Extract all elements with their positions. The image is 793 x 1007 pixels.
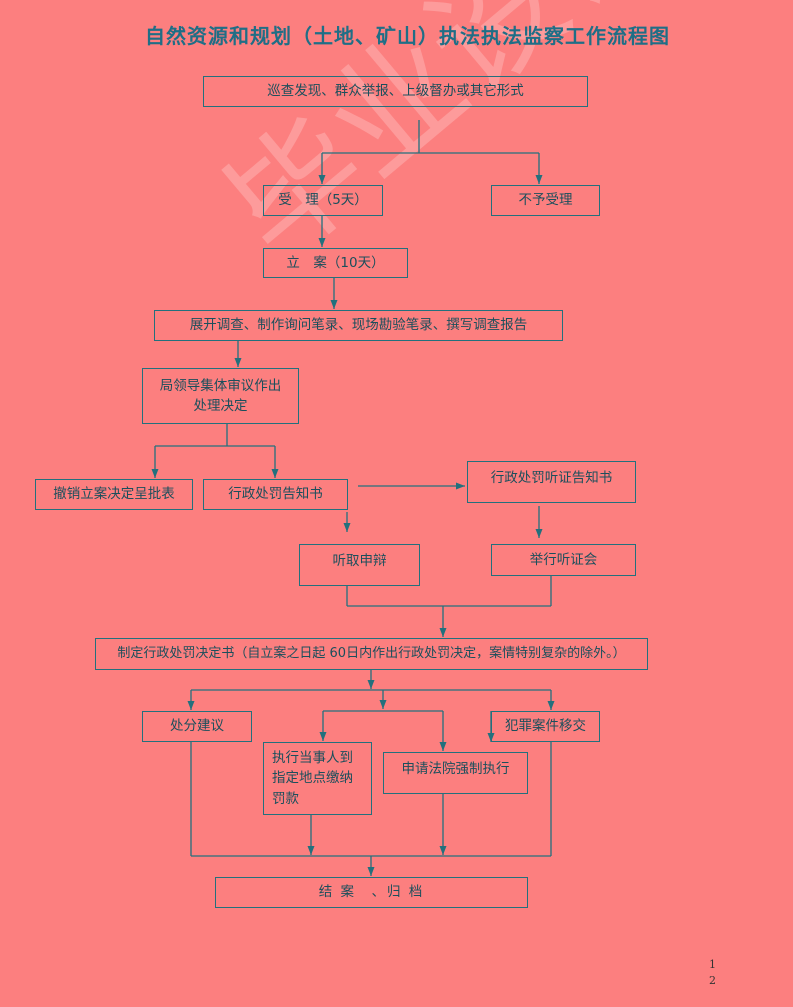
box-pay-fine: 执行当事人到指定地点缴纳罚款 xyxy=(263,742,372,815)
box-collective-review-label: 局领导集体审议作出处理决定 xyxy=(159,377,282,414)
page-title: 自然资源和规划（土地、矿山）执法执法监察工作流程图 xyxy=(145,24,670,48)
box-hearing-notice-label: 行政处罚听证告知书 xyxy=(490,470,613,486)
box-sanction-advice: 处分建议 xyxy=(142,711,252,742)
box-revoke-label: 撤销立案决定呈批表 xyxy=(53,486,175,503)
box-penalty-notice-label: 行政处罚告知书 xyxy=(228,486,323,503)
box-hold-hearing-label: 举行听证会 xyxy=(529,551,598,568)
box-investigate-label: 展开调查、制作询问笔录、现场勘验笔录、撰写调查报告 xyxy=(189,317,528,334)
box-pay-fine-label: 执行当事人到指定地点缴纳罚款 xyxy=(272,750,353,807)
box-collective-review: 局领导集体审议作出处理决定 xyxy=(142,368,299,424)
box-hold-hearing: 举行听证会 xyxy=(491,544,636,576)
box-close-case: 结 案 、归 档 xyxy=(215,877,528,908)
box-reject: 不予受理 xyxy=(491,185,600,216)
box-criminal-transfer: 犯罪案件移交 xyxy=(491,711,600,742)
box-court-enforce: 申请法院强制执行 xyxy=(383,752,528,794)
box-file-case-label: 立 案（10天） xyxy=(286,254,385,271)
box-listen-defense: 听取申辩 xyxy=(299,544,420,586)
page-number: 1 2 xyxy=(709,957,716,989)
box-accept-label: 受 理（5天） xyxy=(278,192,368,209)
page-number-line-2: 2 xyxy=(709,973,716,987)
box-decision: 制定行政处罚决定书（自立案之日起 60日内作出行政处罚决定，案情特别复杂的除外。… xyxy=(95,638,648,670)
box-listen-defense-label: 听取申辩 xyxy=(332,553,387,569)
box-hearing-notice: 行政处罚听证告知书 xyxy=(467,461,636,503)
box-file-case: 立 案（10天） xyxy=(263,248,408,278)
box-penalty-notice: 行政处罚告知书 xyxy=(203,479,348,510)
box-sanction-advice-label: 处分建议 xyxy=(170,718,224,735)
box-accept: 受 理（5天） xyxy=(263,185,383,216)
box-reject-label: 不予受理 xyxy=(518,192,573,209)
box-investigate: 展开调查、制作询问笔录、现场勘验笔录、撰写调查报告 xyxy=(154,310,563,341)
box-discovery: 巡查发现、群众举报、上级督办或其它形式 xyxy=(203,76,588,107)
box-revoke: 撤销立案决定呈批表 xyxy=(35,479,193,510)
box-decision-label: 制定行政处罚决定书（自立案之日起 60日内作出行政处罚决定，案情特别复杂的除外。… xyxy=(117,646,626,662)
page-number-line-1: 1 xyxy=(709,958,716,971)
box-close-case-label: 结 案 、归 档 xyxy=(318,884,425,901)
box-court-enforce-label: 申请法院强制执行 xyxy=(401,761,510,777)
box-discovery-label: 巡查发现、群众举报、上级督办或其它形式 xyxy=(267,83,524,100)
box-criminal-transfer-label: 犯罪案件移交 xyxy=(505,718,586,735)
